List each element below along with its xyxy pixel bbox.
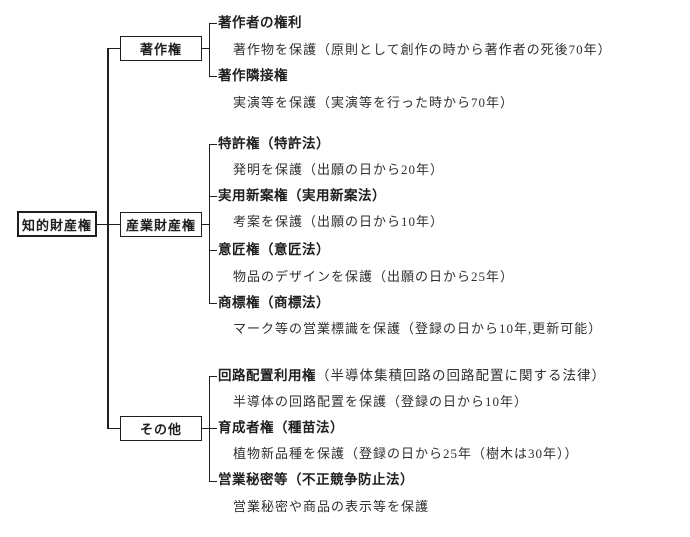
- group1-stub-0: [208, 22, 217, 24]
- group3-stub-1: [208, 427, 217, 429]
- group2-branch-line: [208, 143, 210, 304]
- item-label-ishoken: 意匠権（意匠法）: [218, 242, 330, 257]
- branch-box-sonota: その他: [120, 416, 202, 441]
- group3-stub-2: [208, 480, 217, 482]
- item-desc: 営業秘密や商品の表示等を保護: [233, 499, 430, 514]
- item-desc: 著作物を保護（原則として創作の時から著作者の死後70年）: [233, 42, 612, 57]
- trunk-line: [107, 48, 109, 429]
- item-label-shohyoken: 商標権（商標法）: [218, 295, 330, 310]
- item-label-chosaku-rinsetsuken: 著作隣接権: [218, 68, 288, 83]
- item-desc: 実演等を保護（実演等を行った時から70年）: [233, 95, 515, 110]
- group2-stub-3: [208, 302, 217, 304]
- root-connector-line: [97, 223, 120, 225]
- group1-branch-line: [208, 22, 210, 77]
- item-label-ikuseishaken: 育成者権（種苗法）: [218, 420, 344, 435]
- group2-stub-0: [208, 143, 217, 145]
- item-desc: 植物新品種を保護（登録の日から25年（樹木は30年））: [233, 446, 579, 461]
- trunk-elbow-bottom: [107, 427, 121, 429]
- group2-stub-1: [208, 195, 217, 197]
- trunk-elbow-top: [107, 47, 121, 49]
- group1-stub-1: [208, 75, 217, 77]
- group2-stub-2: [208, 249, 217, 251]
- item-desc: 物品のデザインを保護（出願の日から25年）: [233, 269, 515, 284]
- branch-box-sangyo-zaisanken: 産業財産権: [120, 212, 202, 237]
- item-label-eigyo-himitsu: 営業秘密等（不正競争防止法）: [218, 472, 414, 487]
- item-label-kairohaichi-riyoken: 回路配置利用権（半導体集積回路の回路配置に関する法律）: [218, 367, 606, 385]
- root-box-chiteki-zaisanken: 知的財産権: [17, 211, 97, 237]
- group3-connector-line: [202, 427, 210, 429]
- branch-box-chosakuken: 著作権: [120, 36, 202, 61]
- item-desc: 発明を保護（出願の日から20年）: [233, 162, 445, 177]
- item-label-tokkyoken: 特許権（特許法）: [218, 136, 330, 151]
- group2-connector-line: [202, 223, 210, 225]
- item-desc: 半導体の回路配置を保護（登録の日から10年）: [233, 394, 529, 409]
- item-label-jitsuyo-shinanken: 実用新案権（実用新案法）: [218, 188, 386, 203]
- item-desc: マーク等の営業標識を保護（登録の日から10年,更新可能）: [233, 321, 603, 336]
- item-label-chosakusha-no-kenri: 著作者の権利: [218, 15, 302, 30]
- item-label-law-suffix: （半導体集積回路の回路配置に関する法律）: [316, 368, 606, 383]
- item-label-bold: 回路配置利用権: [218, 368, 316, 383]
- item-desc: 考案を保護（出願の日から10年）: [233, 214, 445, 229]
- group3-stub-0: [208, 375, 217, 377]
- group1-connector-line: [202, 47, 210, 49]
